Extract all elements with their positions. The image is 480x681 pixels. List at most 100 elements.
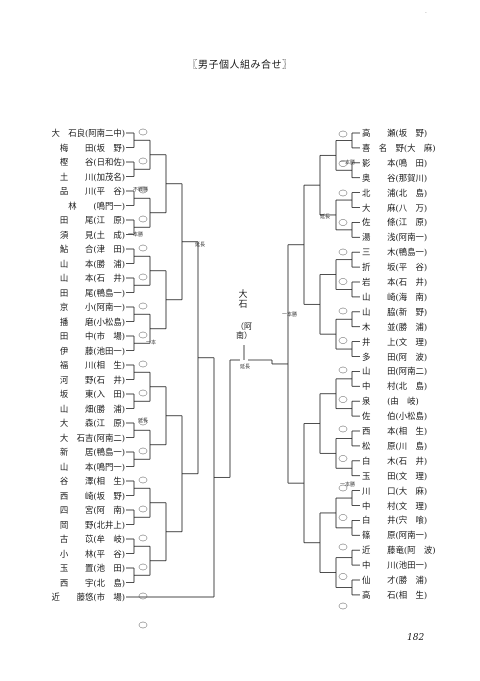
right-player: 中 村(文 理) xyxy=(362,500,428,511)
note-encho: 延長 xyxy=(138,418,149,424)
match-marker xyxy=(338,160,348,167)
left-player: 大 石良(阿南二中) xyxy=(51,128,125,138)
champion-school: （阿南） xyxy=(236,322,252,340)
match-marker xyxy=(338,602,348,610)
left-player: 西 崎(坂 野) xyxy=(59,490,125,501)
left-player: 土 川(加茂名) xyxy=(59,171,125,182)
left-player: 河 野(石 井) xyxy=(59,374,125,385)
right-player: 佐 伯(小松島) xyxy=(362,411,428,422)
match-marker xyxy=(138,360,148,368)
right-player: 奥 谷(那賀川) xyxy=(362,172,428,183)
right-player: 木 並(勝 浦) xyxy=(362,321,428,332)
match-marker xyxy=(138,418,148,426)
right-player: 白 井(宍 喰) xyxy=(362,515,428,526)
left-player: 樫 谷(日和佐) xyxy=(59,157,125,167)
right-player: 高 石(相 生) xyxy=(362,589,428,600)
right-player: 松 原(川 島) xyxy=(362,440,428,451)
left-player: 山 本(勝 浦) xyxy=(59,258,125,269)
left-player: 伊 藤(池田一) xyxy=(59,345,125,356)
match-marker xyxy=(338,337,348,344)
note-encho: 延長 xyxy=(320,214,331,220)
right-player: 井 上(文 理) xyxy=(362,336,428,347)
match-marker xyxy=(338,189,348,197)
left-player: 玉 置(池 田) xyxy=(59,563,125,573)
right-player: 大 麻(八 万) xyxy=(362,202,428,213)
right-player: 佐 條(江 原) xyxy=(362,217,428,228)
left-player: 須 見(土 成) xyxy=(59,229,125,240)
match-marker xyxy=(138,128,148,136)
right-player: 影 本(鳴 田) xyxy=(362,157,428,168)
note-ippon: 一本 xyxy=(146,340,157,346)
left-player: 鮎 合(津 田) xyxy=(59,244,125,254)
left-player: 坂 東(入 田) xyxy=(59,389,125,399)
left-player: 田 尾(江 原) xyxy=(59,215,125,225)
match-marker xyxy=(138,447,148,455)
left-player: 新 居(鴨島一) xyxy=(59,447,125,457)
match-marker xyxy=(338,396,348,403)
right-player: 泉 (由 岐) xyxy=(362,396,419,407)
left-player: 近 藤悠(市 場) xyxy=(51,592,125,602)
match-marker xyxy=(138,534,148,542)
right-player: 山 脇(新 野) xyxy=(362,306,428,317)
match-marker xyxy=(338,455,348,462)
match-marker xyxy=(338,514,348,521)
note-ippon-gachi: 一本勝 xyxy=(282,312,298,318)
match-marker xyxy=(138,273,148,281)
match-marker xyxy=(338,307,348,315)
left-player: 西 宇(北 島) xyxy=(59,577,125,588)
match-marker xyxy=(138,621,148,629)
left-player: 林 (鳴門一) xyxy=(68,200,125,211)
right-player: 西 本(相 生) xyxy=(362,426,428,436)
right-player: 多 田(阿 波) xyxy=(362,351,428,362)
match-marker xyxy=(338,130,348,138)
right-player: 喜 名 野(大 麻) xyxy=(362,142,436,153)
right-player: 白 木(石 井) xyxy=(362,455,428,466)
match-marker xyxy=(138,331,148,339)
left-player: 岡 野(北井上) xyxy=(59,519,125,530)
match-marker xyxy=(338,573,348,580)
right-player: 湯 浅(阿南一) xyxy=(362,232,428,243)
match-marker xyxy=(138,476,148,484)
right-player: 北 浦(北 島) xyxy=(362,187,428,198)
match-marker xyxy=(338,366,348,374)
right-player: 高 瀬(坂 野) xyxy=(362,128,428,138)
note-encho: 延長 xyxy=(240,364,251,370)
right-player: 川 口(大 麻) xyxy=(362,485,428,496)
match-marker xyxy=(338,543,348,551)
left-player: 福 川(相 生) xyxy=(59,360,125,370)
note-fusen: 不戦勝 xyxy=(133,187,149,193)
match-marker xyxy=(138,157,148,165)
right-player: 山 田(阿南二) xyxy=(362,366,428,377)
left-player: 谷 澤(相 生) xyxy=(59,476,125,486)
note-ippon-gachi: 一本勝 xyxy=(340,482,356,488)
right-player: 中 川(池田一) xyxy=(362,560,428,571)
right-player: 中 村(北 島) xyxy=(362,381,428,392)
match-marker xyxy=(138,389,148,397)
champion-name: 大石 xyxy=(238,290,248,310)
right-player: 山 崎(海 南) xyxy=(362,291,428,302)
match-marker xyxy=(138,592,148,600)
right-player: 三 木(鴨島一) xyxy=(362,247,428,258)
note-ippon-gachi: 一本勝 xyxy=(128,232,144,238)
page-title: 〖男子個人組み合せ〗 xyxy=(187,60,293,71)
left-player: 大 森(江 原) xyxy=(59,418,125,428)
top-mark: - xyxy=(425,10,427,16)
left-player: 京 小(阿南一) xyxy=(59,302,125,312)
right-player: 仙 才(勝 浦) xyxy=(362,575,428,585)
match-marker xyxy=(338,425,348,433)
match-marker xyxy=(338,278,348,285)
match-marker xyxy=(138,244,148,252)
note-ippon-gachi: 一本勝 xyxy=(340,160,356,166)
left-player: 梅 田(坂 野) xyxy=(59,142,125,153)
match-marker xyxy=(138,505,148,513)
match-marker xyxy=(138,563,148,571)
page-number: 182 xyxy=(407,633,425,643)
note-encho: 延長 xyxy=(195,242,206,248)
right-player: 玉 田(文 理) xyxy=(362,470,428,481)
match-marker xyxy=(338,484,348,492)
match-marker xyxy=(338,248,348,256)
match-marker xyxy=(138,302,148,310)
left-player: 古 苡(牟 岐) xyxy=(59,534,125,544)
right-player: 篠 原(阿南一) xyxy=(362,530,428,541)
